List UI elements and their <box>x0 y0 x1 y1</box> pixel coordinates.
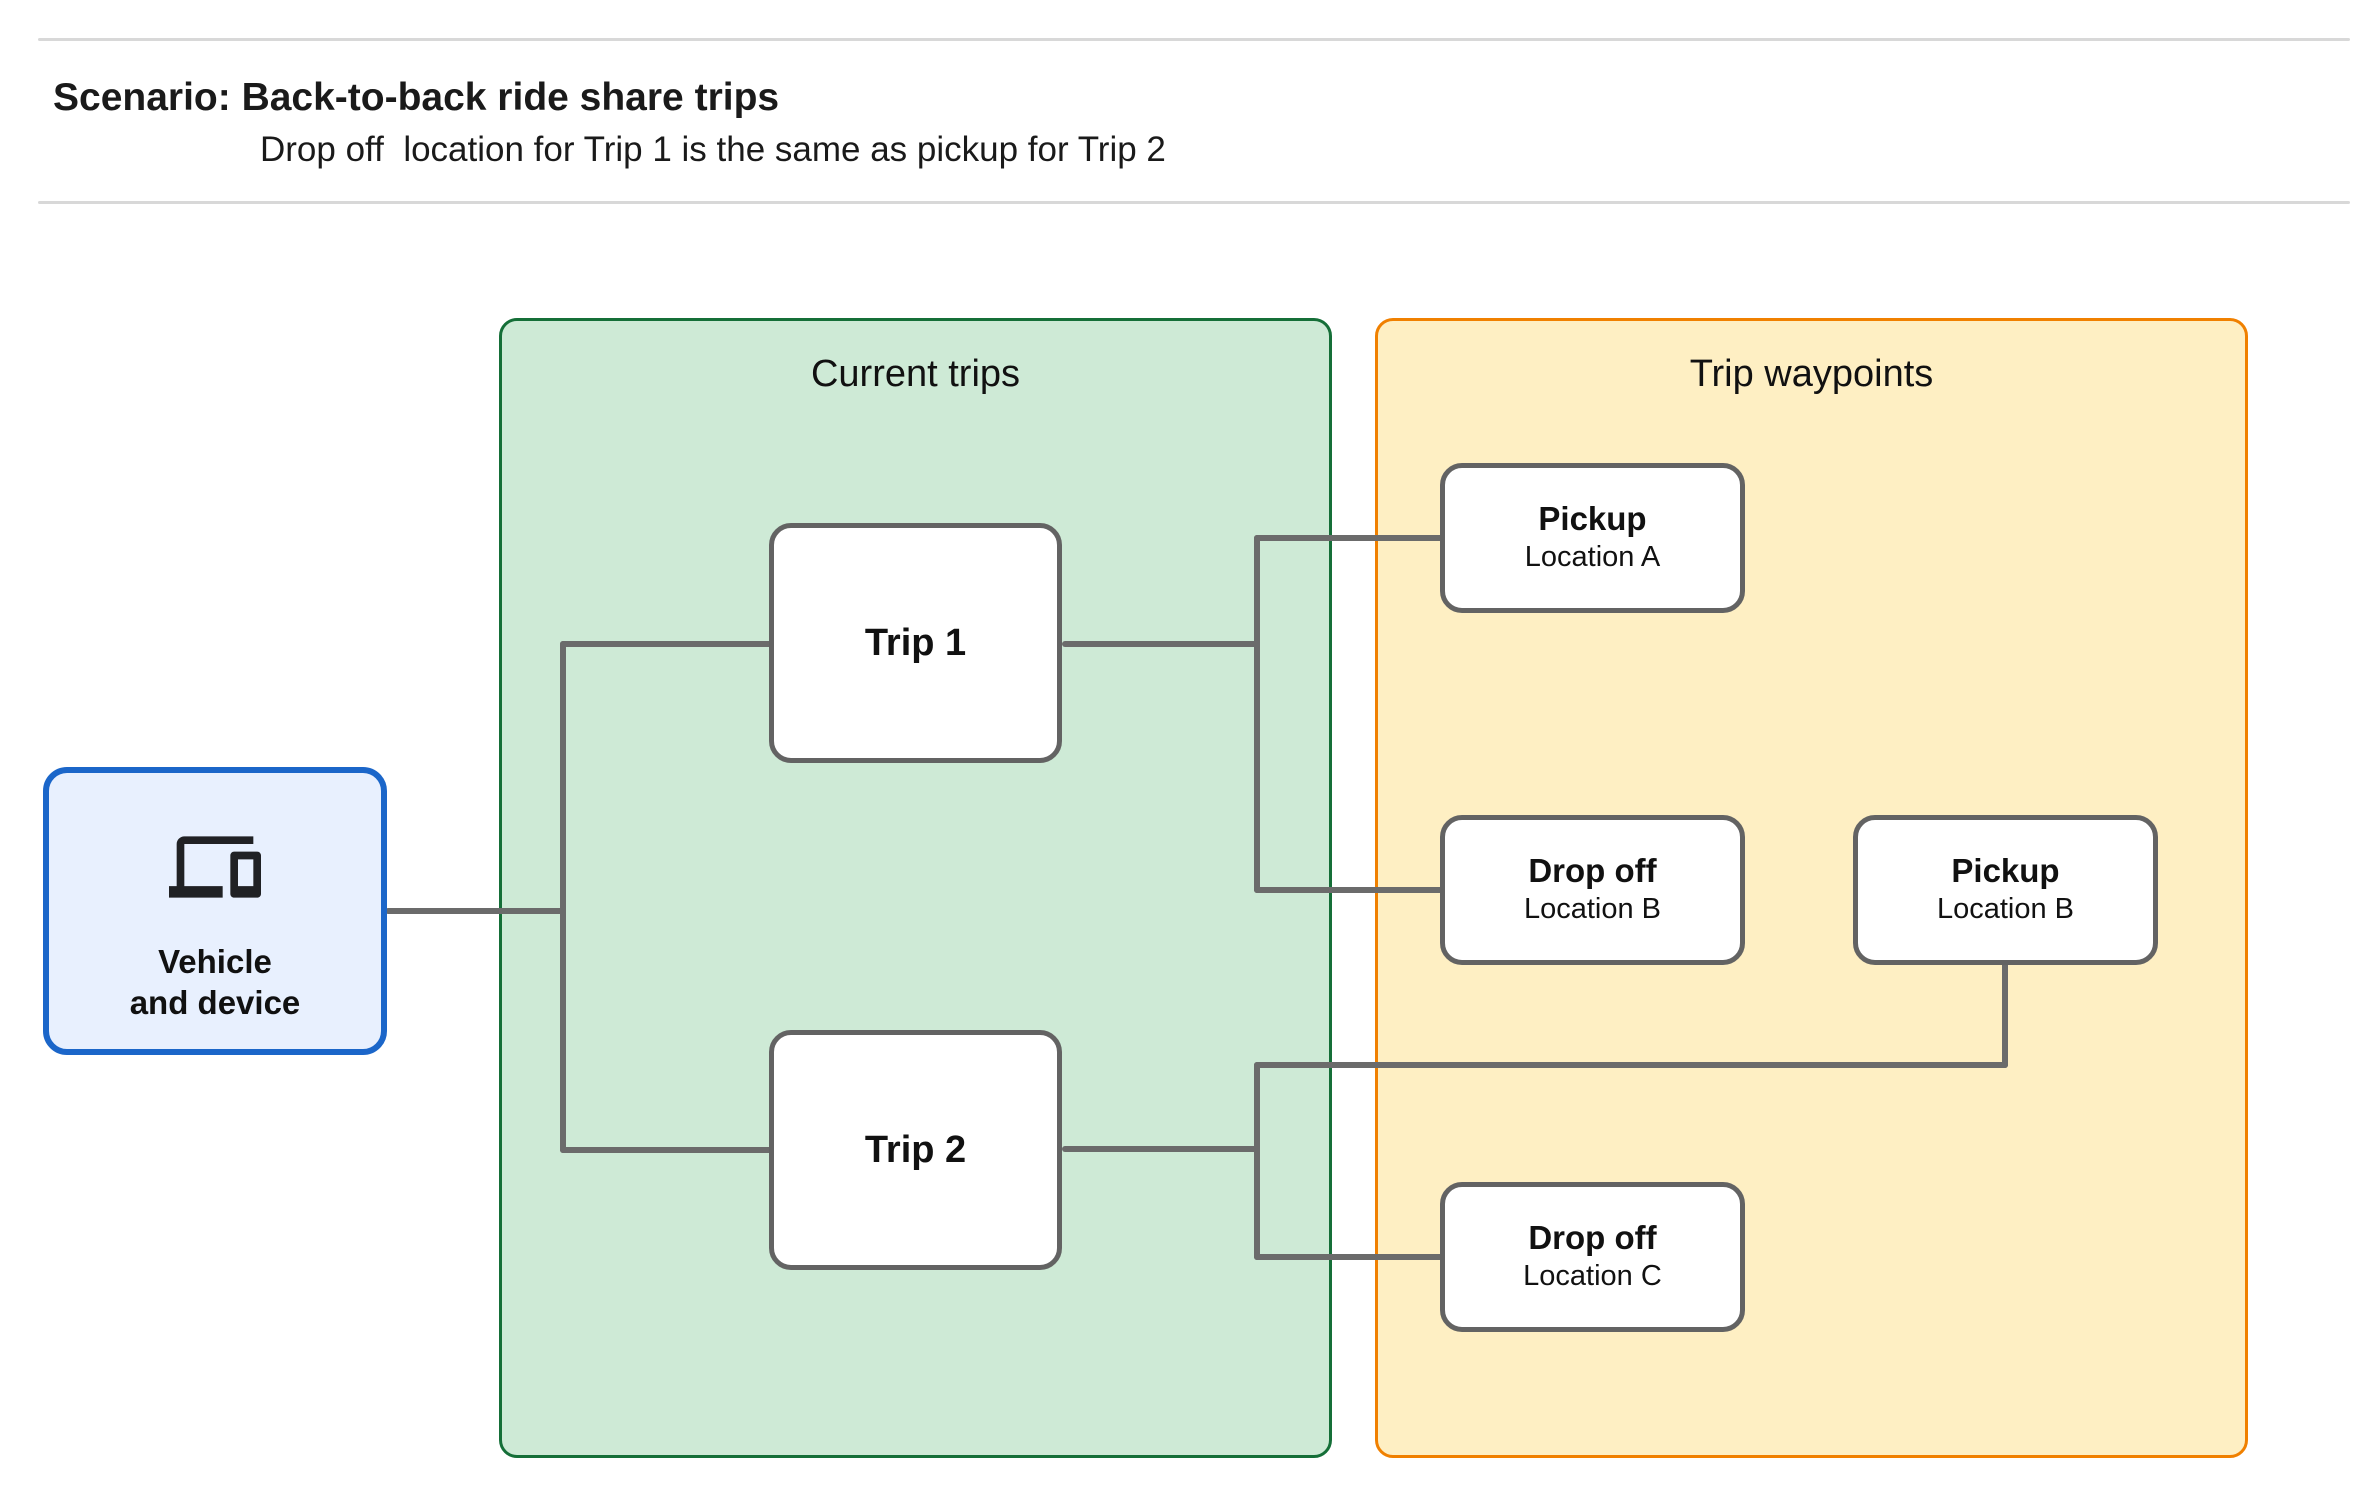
trip-waypoints-title: Trip waypoints <box>1689 353 1934 395</box>
connector-trip2-split-vertical <box>1254 1062 1260 1260</box>
connector-trip1-to-dropoff-b <box>1254 887 1443 893</box>
connector-trip2-to-pickup-b-horizontal <box>1254 1062 2008 1068</box>
trip-1-label: Trip 1 <box>864 621 967 664</box>
waypoint-title: Drop off <box>1528 852 1657 890</box>
connector-trip1-out <box>1062 641 1260 647</box>
waypoint-subtitle: Location B <box>1523 892 1662 925</box>
page-title: Scenario: Back-to-back ride share trips <box>53 76 780 119</box>
current-trips-panel: Current trips <box>499 318 1332 1458</box>
waypoint-dropoff-location-b: Drop off Location B <box>1440 815 1745 965</box>
waypoint-pickup-location-a: Pickup Location A <box>1440 463 1745 613</box>
waypoint-title: Pickup <box>1538 500 1647 538</box>
current-trips-title: Current trips <box>810 353 1021 395</box>
connector-pickup-b-drop <box>2002 960 2008 1068</box>
waypoint-title: Pickup <box>1951 852 2060 890</box>
connector-vehicle-to-branch <box>385 908 566 914</box>
waypoint-subtitle: Location C <box>1523 1259 1662 1292</box>
header-divider <box>38 201 2350 204</box>
trip-1-node: Trip 1 <box>769 523 1062 763</box>
devices-icon <box>169 836 261 898</box>
waypoint-pickup-location-b: Pickup Location B <box>1853 815 2158 965</box>
page-subtitle: Drop off location for Trip 1 is the same… <box>260 130 1166 169</box>
vehicle-and-device-node: Vehicle and device <box>43 767 387 1055</box>
vehicle-label: Vehicle and device <box>130 941 301 1024</box>
waypoint-title: Drop off <box>1528 1219 1657 1257</box>
top-divider <box>38 38 2350 41</box>
connector-trip1-split-vertical <box>1254 535 1260 893</box>
connector-trip2-out <box>1062 1146 1260 1152</box>
connector-trip2-to-dropoff-c <box>1254 1254 1443 1260</box>
waypoint-subtitle: Location B <box>1936 892 2075 925</box>
waypoint-subtitle: Location A <box>1524 540 1661 573</box>
vehicle-label-line2: and device <box>129 984 301 1022</box>
connector-branch-vertical <box>560 641 566 1153</box>
waypoint-dropoff-location-c: Drop off Location C <box>1440 1182 1745 1332</box>
connector-branch-to-trip1 <box>560 641 772 647</box>
trip-2-label: Trip 2 <box>864 1128 967 1171</box>
connector-trip1-to-pickup-a <box>1254 535 1443 541</box>
vehicle-label-line1: Vehicle <box>158 943 272 980</box>
connector-branch-to-trip2 <box>560 1147 772 1153</box>
trip-2-node: Trip 2 <box>769 1030 1062 1270</box>
